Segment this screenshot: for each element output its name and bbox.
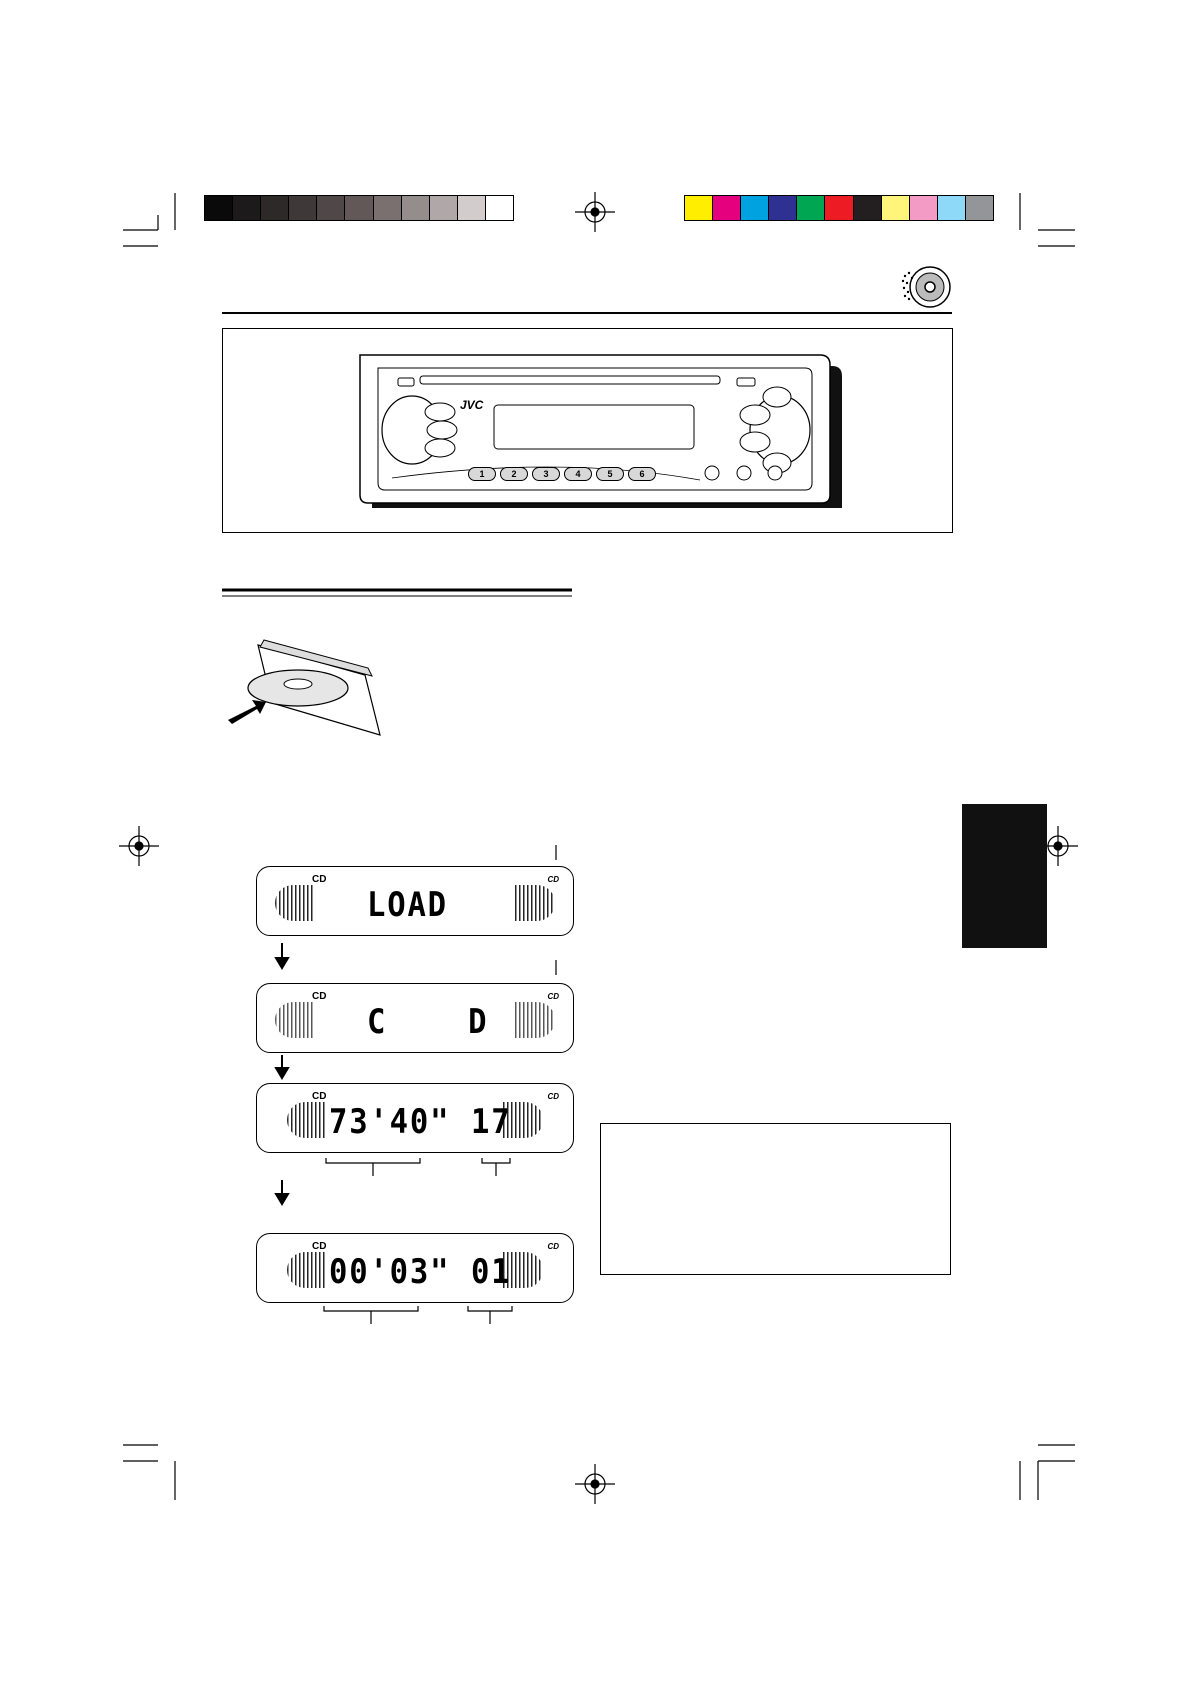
unit-illustration-frame bbox=[222, 328, 953, 533]
lcd-display-panel: CD CD LOAD bbox=[256, 866, 574, 936]
color-swatch bbox=[937, 196, 966, 220]
disc-in-indicator: CD bbox=[547, 875, 559, 884]
crop-marks-top bbox=[123, 193, 1075, 231]
disc-in-indicator: CD bbox=[547, 992, 559, 1001]
cd-indicator: CD bbox=[312, 1241, 327, 1252]
grayscale-bar bbox=[204, 195, 514, 221]
level-meter-right bbox=[515, 1002, 555, 1038]
color-swatch bbox=[881, 196, 910, 220]
note-box bbox=[600, 1123, 951, 1275]
cd-indicator: CD bbox=[312, 1091, 327, 1102]
grayscale-swatch bbox=[457, 196, 486, 220]
preset-button-3[interactable]: 3 bbox=[532, 467, 560, 481]
preset-button-4[interactable]: 4 bbox=[564, 467, 592, 481]
color-swatch bbox=[853, 196, 882, 220]
cd-indicator: CD bbox=[312, 991, 327, 1002]
disc-in-indicator: CD bbox=[547, 1092, 559, 1101]
total-tracks: 17 bbox=[471, 1102, 512, 1142]
grayscale-swatch bbox=[345, 196, 374, 220]
registration-mark-bottom bbox=[575, 1464, 615, 1504]
registration-mark-right bbox=[1038, 826, 1078, 866]
preset-button-2[interactable]: 2 bbox=[500, 467, 528, 481]
cd-indicator: CD bbox=[312, 874, 327, 885]
color-swatch bbox=[797, 196, 826, 220]
color-swatch bbox=[713, 196, 742, 220]
level-meter-left bbox=[287, 1102, 327, 1138]
segment-text: C D bbox=[367, 1002, 489, 1042]
total-playing-time: 73'40" bbox=[329, 1102, 451, 1142]
language-tab bbox=[962, 804, 1047, 948]
grayscale-swatch bbox=[429, 196, 458, 220]
grayscale-swatch bbox=[401, 196, 430, 220]
grayscale-swatch bbox=[261, 196, 290, 220]
level-meter-left bbox=[275, 1002, 315, 1038]
segment-text: LOAD bbox=[367, 885, 448, 925]
preset-button-1[interactable]: 1 bbox=[468, 467, 496, 481]
grayscale-swatch bbox=[205, 196, 234, 220]
brand-logo: JVC bbox=[460, 398, 484, 412]
level-meter-left bbox=[275, 885, 315, 921]
grayscale-swatch bbox=[317, 196, 346, 220]
level-meter-left bbox=[287, 1252, 327, 1288]
disc-in-indicator: CD bbox=[547, 1242, 559, 1251]
preset-button-5[interactable]: 5 bbox=[596, 467, 624, 481]
registration-mark-left bbox=[119, 826, 159, 866]
grayscale-swatch bbox=[485, 196, 514, 220]
color-swatch bbox=[685, 196, 714, 220]
registration-mark-top bbox=[575, 192, 615, 232]
grayscale-swatch bbox=[289, 196, 318, 220]
cd-icon bbox=[901, 266, 951, 308]
color-swatch bbox=[741, 196, 770, 220]
level-meter-right bbox=[515, 885, 555, 921]
current-track: 01 bbox=[471, 1252, 512, 1292]
color-bar bbox=[684, 195, 994, 221]
lcd-display-panel: CD CD C D bbox=[256, 983, 574, 1053]
elapsed-time: 00'03" bbox=[329, 1252, 451, 1292]
preset-button-6[interactable]: 6 bbox=[628, 467, 656, 481]
color-swatch bbox=[769, 196, 798, 220]
grayscale-swatch bbox=[233, 196, 262, 220]
color-swatch bbox=[825, 196, 854, 220]
color-swatch bbox=[909, 196, 938, 220]
grayscale-swatch bbox=[373, 196, 402, 220]
level-meter-right bbox=[503, 1252, 543, 1288]
level-meter-right bbox=[503, 1102, 543, 1138]
color-swatch bbox=[965, 196, 994, 220]
crop-marks-bottom bbox=[123, 1444, 1075, 1500]
